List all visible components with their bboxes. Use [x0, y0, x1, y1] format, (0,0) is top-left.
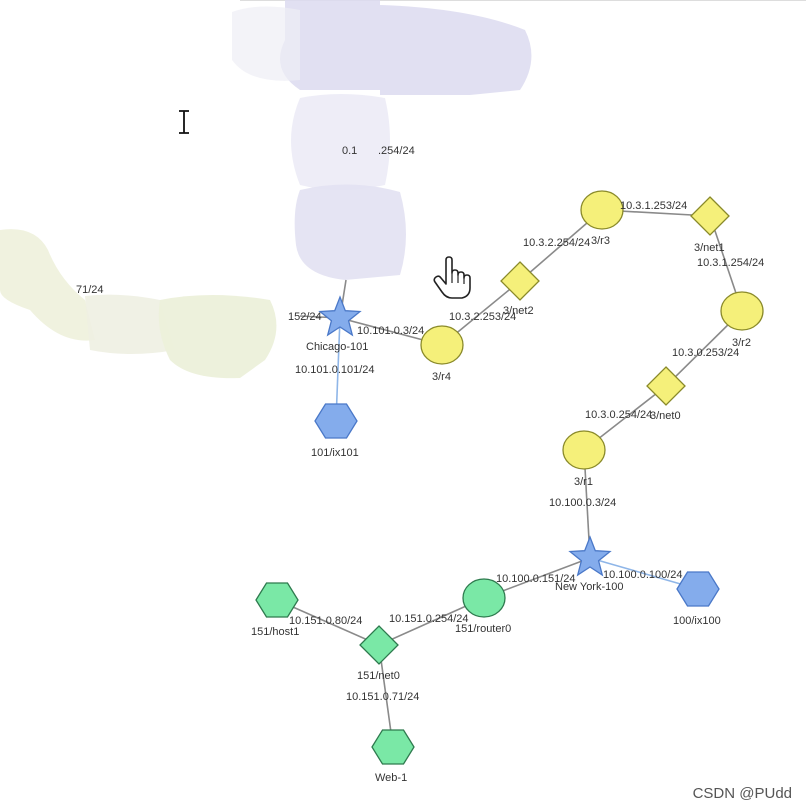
- router-node-3-r4[interactable]: [420, 325, 464, 365]
- router-node-3-r1[interactable]: [562, 430, 606, 470]
- redacted-blur-region: [0, 0, 532, 379]
- ix101-hexagon-node[interactable]: [314, 403, 358, 439]
- network-node-3-net0[interactable]: [646, 366, 686, 406]
- node-label-3-net1: 3/net1: [694, 242, 725, 254]
- node-label-3-net2: 3/net2: [503, 305, 534, 317]
- edge-label: 10.151.0.80/24: [289, 615, 362, 627]
- edge-label: 10.101.0.101/24: [295, 364, 375, 376]
- edge-labels: 10.3.1.253/24 10.3.2.254/24 10.3.1.254/2…: [76, 145, 764, 703]
- network-node-151-net0[interactable]: [359, 625, 399, 665]
- network-node-3-net2[interactable]: [500, 261, 540, 301]
- node-label-3-r1: 3/r1: [574, 476, 593, 488]
- chicago-101-star-node[interactable]: [318, 295, 362, 337]
- host-node-151-host1[interactable]: [255, 582, 299, 618]
- edge-label: 10.3.1.253/24: [620, 200, 687, 212]
- node-labels: 3/r3 3/net1 3/r2 3/net0 3/r1 3/net2 3/r4…: [251, 235, 751, 784]
- node-label-new-york-100: New York-100: [555, 581, 624, 593]
- edge-label: 10.151.0.71/24: [346, 691, 419, 703]
- edge-label: 10.100.0.100/24: [603, 569, 683, 581]
- edge-label: 10.100.0.3/24: [549, 497, 616, 509]
- top-border-line: [240, 0, 806, 1]
- node-label-101-ix101: 101/ix101: [311, 447, 359, 459]
- edge-label: 10.3.1.254/24: [697, 257, 764, 269]
- host-node-web-1[interactable]: [371, 729, 415, 765]
- nodes-layer: [255, 190, 764, 765]
- router-node-3-r2[interactable]: [720, 291, 764, 331]
- node-label-100-ix100: 100/ix100: [673, 615, 721, 627]
- node-label-web-1: Web-1: [375, 772, 407, 784]
- hand-pointer-cursor-icon: [433, 256, 471, 299]
- node-label-chicago-101: Chicago-101: [306, 341, 368, 353]
- router-node-3-r3[interactable]: [580, 190, 624, 230]
- edge-label: 10.101.0.3/24: [357, 325, 424, 337]
- node-label-151-router0: 151/router0: [455, 623, 511, 635]
- node-label-3-r4: 3/r4: [432, 371, 451, 383]
- new-york-100-star-node[interactable]: [568, 535, 612, 577]
- node-label-151-net0: 151/net0: [357, 670, 400, 682]
- edge-label: 71/24: [76, 284, 104, 296]
- node-label-3-net0: 3/net0: [650, 410, 681, 422]
- node-label-3-r3: 3/r3: [591, 235, 610, 247]
- router-node-151-router0[interactable]: [462, 578, 506, 618]
- edge-label: 0.1: [342, 145, 357, 157]
- edge-label: 10.3.0.254/24: [585, 409, 652, 421]
- ix100-hexagon-node[interactable]: [676, 571, 720, 607]
- network-node-3-net1[interactable]: [690, 196, 730, 236]
- edges-layer: [276, 209, 743, 748]
- edge-label: 10.3.2.253/24: [449, 311, 516, 323]
- watermark-text: CSDN @PUdd: [692, 785, 792, 802]
- edge-label: .254/24: [378, 145, 415, 157]
- edge-label: 10.3.2.254/24: [523, 237, 590, 249]
- text-cursor-icon: [179, 110, 189, 134]
- node-label-151-host1: 151/host1: [251, 626, 299, 638]
- edge-label: 10.100.0.151/24: [496, 573, 576, 585]
- edge-label: 10.151.0.254/24: [389, 613, 469, 625]
- node-label-3-r2: 3/r2: [732, 337, 751, 349]
- edge-label: 152/24: [288, 311, 322, 323]
- edge-label: 10.3.0.253/24: [672, 347, 739, 359]
